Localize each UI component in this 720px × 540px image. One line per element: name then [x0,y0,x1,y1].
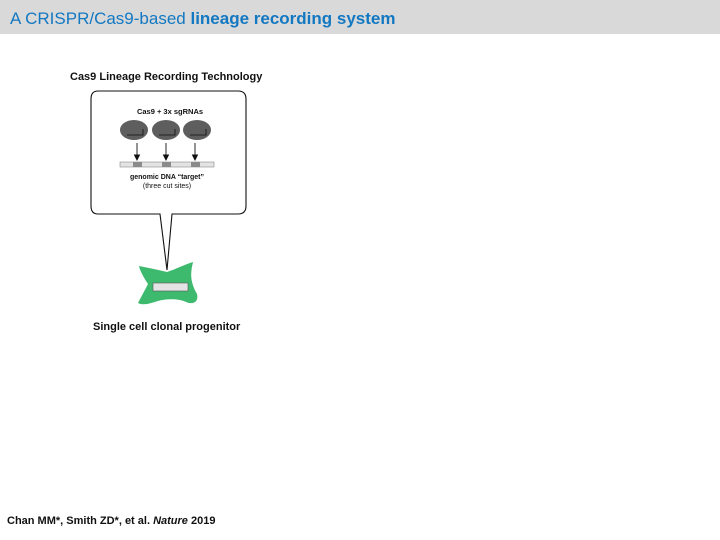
title-plain: A CRISPR/Cas9-based [10,9,191,28]
cut-site-3 [191,162,200,167]
header-bar: A CRISPR/Cas9-based lineage recording sy… [0,0,720,34]
cut-site-2 [162,162,171,167]
cell-caption: Single cell clonal progenitor [93,321,241,333]
callout-title: Cas9 + 3x sgRNAs [137,107,203,116]
cut-arrows [133,143,199,162]
dna-target [119,161,215,168]
title-bold: lineage recording system [190,9,396,28]
cas9-protein-3 [183,120,211,140]
cas9-protein-2 [152,120,180,140]
cell-dna-target [152,282,189,292]
citation: Chan MM*, Smith ZD*, et al. Nature 2019 [7,515,215,527]
dna-label: genomic DNA “target” [130,174,204,181]
citation-year: 2019 [190,515,216,527]
cut-site-1 [133,162,142,167]
citation-journal: Nature [153,515,188,527]
page-title: A CRISPR/Cas9-based lineage recording sy… [10,9,396,29]
dna-sublabel: (three cut sites) [143,183,191,190]
cas9-protein-1 [120,120,148,140]
section-label: Cas9 Lineage Recording Technology [70,71,263,83]
citation-authors: Chan MM*, Smith ZD*, et al. [7,515,151,527]
